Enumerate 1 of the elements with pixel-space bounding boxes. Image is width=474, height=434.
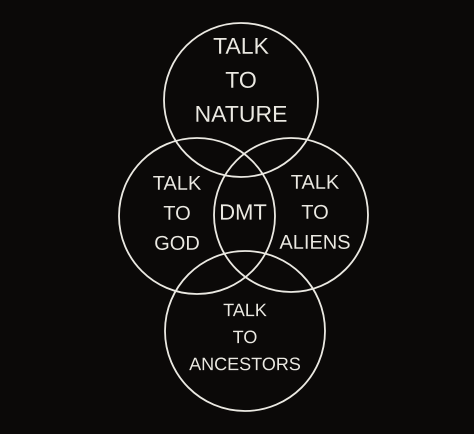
- intersection-label: DMT: [220, 204, 266, 220]
